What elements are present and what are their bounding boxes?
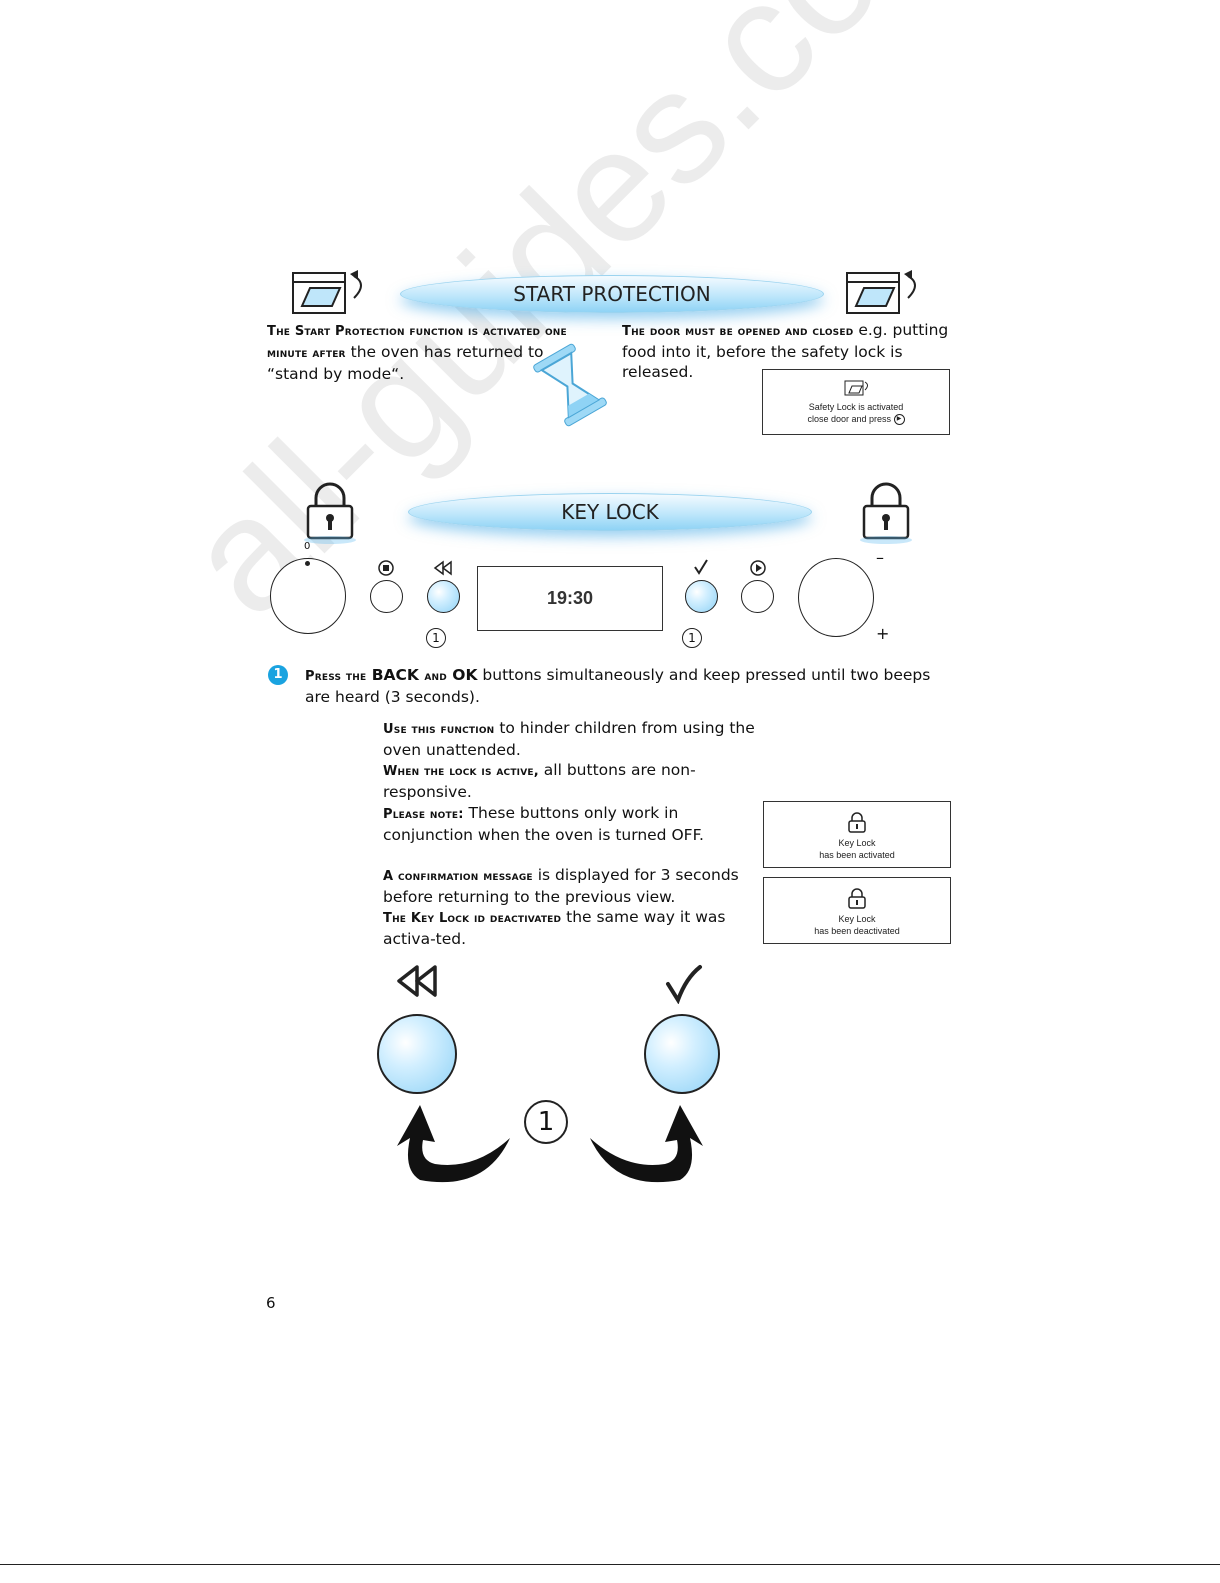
step-badge: 1 (268, 665, 288, 685)
page-number: 6 (266, 1294, 276, 1312)
start-protection-right-text: The door must be opened and closed e.g. … (622, 321, 949, 381)
oven-door-small-icon (844, 380, 868, 396)
large-ok-button[interactable] (644, 1014, 720, 1094)
knob-plus-label: + (876, 624, 890, 643)
play-icon: ▶ (893, 414, 905, 426)
info-paragraph-1: Use this function to hinder children fro… (383, 719, 755, 801)
padlock-icon-right (860, 482, 912, 544)
large-back-icon (397, 965, 437, 997)
curved-arrow-right-icon (590, 1105, 703, 1183)
clock-time: 19:30 (546, 588, 594, 608)
step-marker-ok: 1 (682, 628, 702, 648)
activated-line2: has been activated (819, 850, 895, 860)
deactivated-line2: has been deactivated (814, 926, 900, 936)
deactivated-line1: Key Lock (838, 914, 876, 924)
start-button[interactable] (741, 580, 774, 613)
step-marker-back: 1 (426, 628, 446, 648)
start-protection-left-text: The Start Protection function is activat… (267, 324, 567, 383)
padlock-icon-left (304, 482, 356, 544)
hourglass-icon (533, 343, 607, 427)
safety-lock-display: Safety Lock is activated close door and … (762, 369, 950, 435)
activated-line1: Key Lock (838, 838, 876, 848)
stop-button[interactable] (370, 580, 403, 613)
back-button[interactable] (427, 580, 460, 613)
large-back-button[interactable] (377, 1014, 457, 1094)
knob-zero-mark: 0 (304, 541, 311, 552)
key-lock-banner: KEY LOCK (408, 493, 812, 531)
ok-check-icon (694, 559, 708, 575)
knob-indicator-dot (305, 561, 310, 566)
large-check-icon (666, 965, 702, 1004)
step1-instruction: Press the BACK and OK buttons simultaneo… (305, 666, 931, 706)
stop-icon (378, 560, 394, 576)
key-lock-activated-display: Key Lock has been activated (763, 801, 951, 868)
clock-display: 19:30 (477, 566, 663, 631)
curved-arrow-left-icon (397, 1105, 510, 1183)
start-protection-banner: START PROTECTION (400, 275, 824, 313)
start-play-icon (750, 560, 766, 576)
oven-door-icon-right (846, 270, 916, 314)
back-icon (433, 560, 452, 576)
temperature-knob[interactable] (798, 558, 874, 637)
knob-minus-label: – (876, 548, 884, 567)
small-padlock-icon (848, 812, 866, 833)
info-paragraph-2: Please note: These buttons only work in … (383, 804, 704, 844)
bottom-step-marker: 1 (524, 1100, 568, 1144)
ok-button[interactable] (685, 580, 718, 613)
bottom-divider (0, 1564, 1220, 1565)
info-paragraph-3: A confirmation message is displayed for … (383, 866, 739, 948)
safety-lock-line1: Safety Lock is activated (808, 402, 904, 412)
key-lock-deactivated-display: Key Lock has been deactivated (763, 877, 951, 944)
small-padlock-icon (848, 888, 866, 909)
safety-lock-line2: close door and press ▶ (763, 413, 949, 426)
function-knob[interactable] (270, 558, 346, 634)
oven-door-icon-left (292, 270, 362, 314)
